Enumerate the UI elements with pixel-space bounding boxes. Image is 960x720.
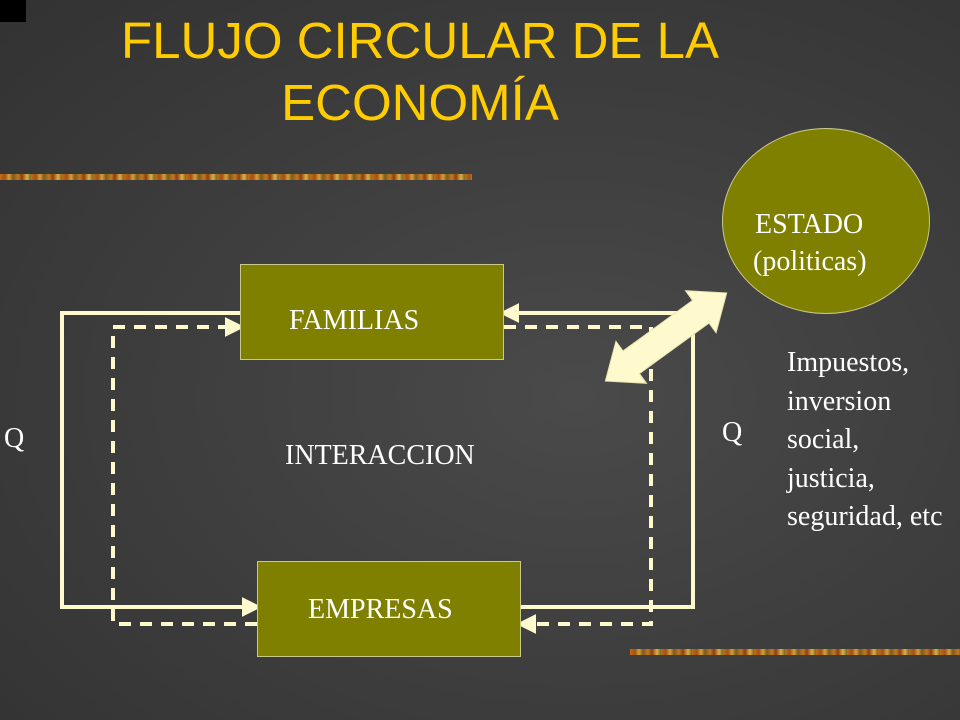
empresas-node: EMPRESAS: [257, 561, 521, 657]
estado-sublabel: (politicas): [753, 246, 867, 277]
estado-double-arrow: [604, 290, 728, 384]
decorative-band-bottom: [630, 649, 960, 655]
estado-role-item: inversion: [787, 385, 892, 417]
empresas-label: EMPRESAS: [308, 594, 453, 625]
estado-role-item: justicia,: [787, 462, 875, 494]
interaccion-label: INTERACCION: [285, 440, 475, 471]
estado-role-item: social,: [787, 424, 860, 455]
money-flow-left: [111, 317, 257, 626]
estado-label: ESTADO: [755, 209, 864, 240]
familias-label: FAMILIAS: [289, 305, 420, 336]
corner-square: [0, 0, 26, 22]
estado-node: ESTADO (politicas): [722, 128, 930, 314]
slide-title: FLUJO CIRCULAR DE LA ECONOMÍA: [121, 12, 719, 131]
estado-role-item: seguridad, etc: [787, 501, 943, 532]
q-right-label: Q: [722, 417, 743, 448]
estado-roles-list: Impuestos, inversion social, justicia, s…: [787, 344, 943, 537]
estado-role-item: Impuestos,: [787, 347, 910, 378]
q-left-label: Q: [4, 423, 25, 454]
real-flow-right: [499, 303, 695, 609]
money-flow-right: [504, 325, 653, 634]
decorative-band-top: [0, 174, 472, 180]
familias-node: FAMILIAS: [240, 264, 504, 360]
real-flow-left: [60, 311, 262, 617]
